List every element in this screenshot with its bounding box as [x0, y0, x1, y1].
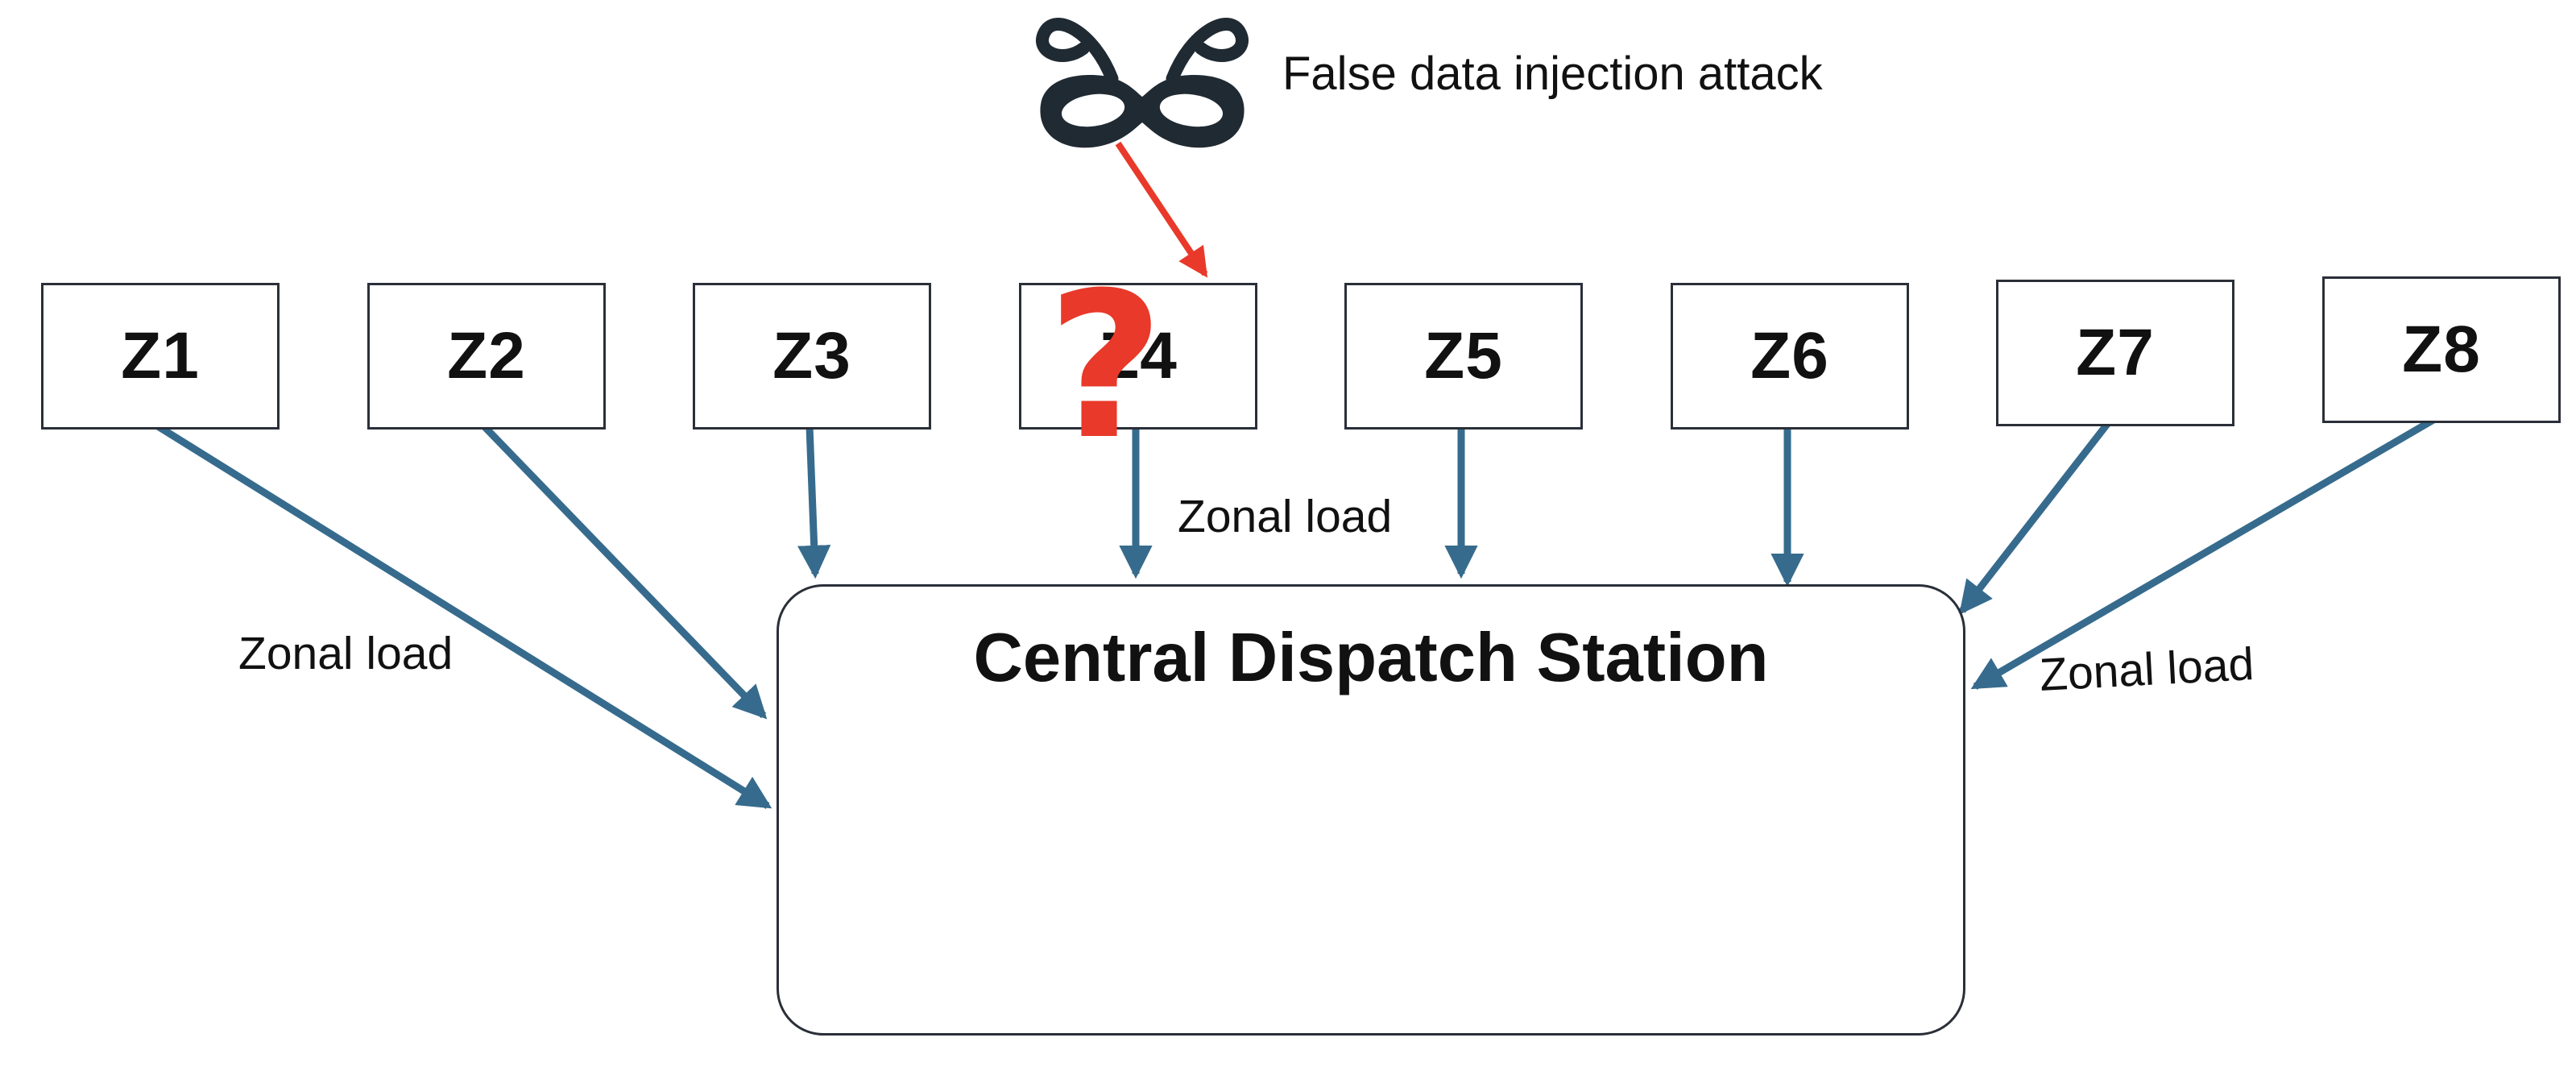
- zonal-load-label-left: Zonal load: [238, 628, 453, 679]
- zone-label-z3: Z3: [772, 319, 851, 392]
- zonal-load-label-right: Zonal load: [2038, 638, 2255, 701]
- arrow-z7-to-station: [1959, 421, 2111, 615]
- zone-box-z3: Z3: [693, 283, 931, 430]
- arrow-z2-to-station: [481, 423, 768, 720]
- zone-label-z8: Z8: [2402, 313, 2481, 386]
- arrow-z1-to-station: [155, 423, 772, 809]
- attack-label: False data injection attack: [1282, 48, 1823, 100]
- zone-label-z4: Z4: [1099, 319, 1178, 392]
- question-mark: ?: [1047, 249, 1165, 484]
- attack-arrow: [1115, 141, 1208, 278]
- central-dispatch-station-title: Central Dispatch Station: [973, 620, 1769, 696]
- zone-box-z2: Z2: [367, 283, 606, 430]
- zone-box-z1: Z1: [41, 283, 280, 430]
- arrow-z8-to-station: [1970, 417, 2436, 690]
- zone-box-z6: Z6: [1671, 283, 1909, 430]
- zone-label-z7: Z7: [2076, 316, 2155, 389]
- zone-box-z8: Z8: [2322, 276, 2561, 423]
- zonal-load-label-middle: Zonal load: [1178, 491, 1393, 542]
- zone-label-z1: Z1: [121, 319, 200, 392]
- zone-label-z2: Z2: [447, 319, 526, 392]
- zone-label-z5: Z5: [1424, 319, 1503, 392]
- bandit-mask-icon: [1021, 5, 1263, 166]
- zone-label-z6: Z6: [1750, 319, 1829, 392]
- central-dispatch-station-box: Central Dispatch Station: [777, 584, 1965, 1036]
- zone-box-z7: Z7: [1996, 280, 2234, 426]
- zone-box-z4: Z4: [1019, 283, 1257, 430]
- zone-box-z5: Z5: [1344, 283, 1583, 430]
- arrow-z3-to-station: [797, 425, 831, 579]
